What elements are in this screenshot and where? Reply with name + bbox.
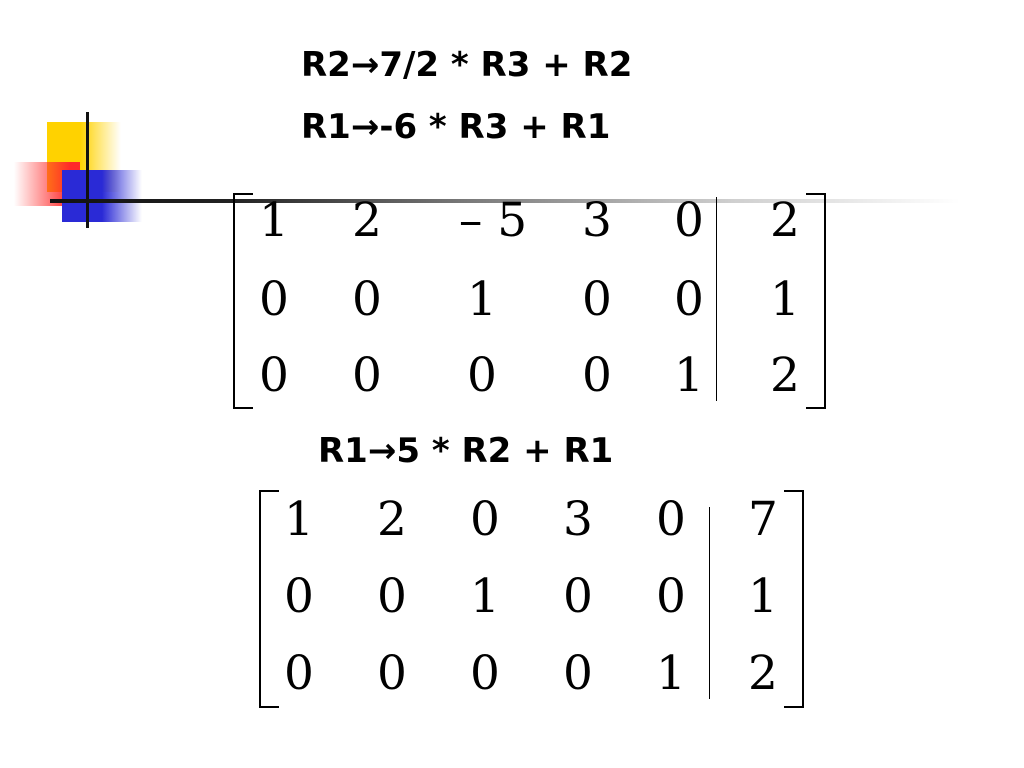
matrix-cell: 1 (259, 193, 289, 248)
matrix-cell: 1 (284, 492, 314, 547)
matrix-cell: 0 (656, 569, 686, 624)
matrix-cell: 1 (770, 272, 800, 327)
matrix-cell: 2 (748, 646, 778, 701)
matrix-cell: 2 (770, 193, 800, 248)
matrix-cell: 0 (377, 569, 407, 624)
matrix-cell: 0 (582, 272, 612, 327)
matrix-cell: 0 (470, 646, 500, 701)
left-bracket (259, 490, 279, 708)
matrix-cell: 7 (748, 492, 778, 547)
matrix-cell: 0 (582, 348, 612, 403)
matrix-cell: 1 (674, 348, 704, 403)
matrix-cell: 0 (259, 348, 289, 403)
matrix-cell: 3 (563, 492, 593, 547)
matrix-cell: 1 (748, 569, 778, 624)
matrix-cell: 0 (674, 272, 704, 327)
matrix-cell: 0 (352, 348, 382, 403)
matrix-cell: 1 (656, 646, 686, 701)
matrix-cell: 2 (770, 348, 800, 403)
matrix-cell: 0 (259, 272, 289, 327)
matrix-cell: 0 (377, 646, 407, 701)
right-bracket (784, 490, 804, 708)
blue-square-decoration (62, 170, 142, 222)
left-bracket (233, 193, 253, 409)
matrix-cell: 0 (284, 646, 314, 701)
row-operation-3: R1→5 * R2 + R1 (318, 431, 614, 471)
augment-bar (709, 507, 710, 699)
matrix-cell: 1 (467, 272, 497, 327)
matrix-cell: 0 (674, 193, 704, 248)
matrix-cell: 0 (470, 492, 500, 547)
matrix-cell: 0 (467, 348, 497, 403)
horizontal-rule-decoration (50, 199, 960, 203)
augment-bar (716, 197, 717, 401)
matrix-cell: – 5 (458, 193, 528, 248)
row-operation-1: R2→7/2 * R3 + R2 (301, 45, 633, 85)
row-operation-2: R1→-6 * R3 + R1 (301, 107, 611, 147)
matrix-cell: 0 (352, 272, 382, 327)
right-bracket (806, 193, 826, 409)
matrix-cell: 0 (563, 646, 593, 701)
matrix-cell: 0 (656, 492, 686, 547)
matrix-cell: 2 (377, 492, 407, 547)
vertical-rule-decoration (86, 112, 89, 228)
matrix-cell: 0 (284, 569, 314, 624)
matrix-cell: 1 (470, 569, 500, 624)
matrix-cell: 0 (563, 569, 593, 624)
matrix-cell: 3 (582, 193, 612, 248)
slide-decoration (0, 0, 1024, 240)
matrix-cell: 2 (352, 193, 382, 248)
